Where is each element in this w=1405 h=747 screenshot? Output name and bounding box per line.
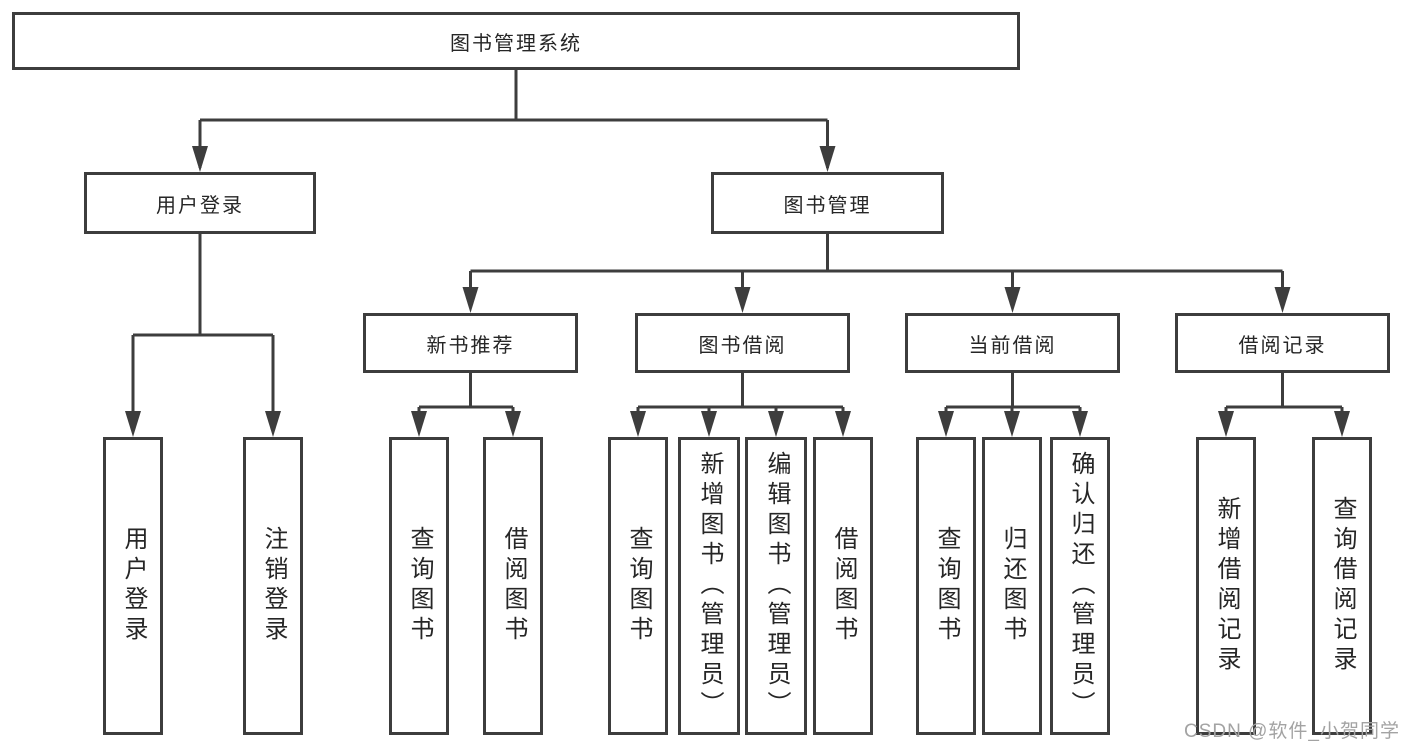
- connector-newbookrec-to-leaves: [411, 373, 521, 437]
- arrowhead-icon: [1274, 287, 1291, 313]
- connector-userlogin-to-leaves: [125, 234, 281, 437]
- csdn-watermark: CSDN @软件_小贺同学: [1184, 721, 1400, 742]
- leaf-logout: 注销登录: [243, 437, 303, 735]
- connector-root-to-level2: [192, 70, 836, 172]
- node-book-borrow-label: 图书借阅: [698, 334, 787, 357]
- leaf-current-confirm-return-admin-label: 确认归还（管理员）: [1067, 451, 1094, 721]
- node-new-book-recommend: 新书推荐: [363, 313, 578, 373]
- leaf-borrow-query-books-label: 查询图书: [625, 526, 652, 646]
- leaf-current-query-books-label: 查询图书: [933, 526, 960, 646]
- leaf-logout-label: 注销登录: [260, 526, 287, 646]
- node-new-book-recommend-label: 新书推荐: [426, 334, 515, 357]
- node-borrow-records-label: 借阅记录: [1238, 334, 1327, 357]
- connector-bookborrow-to-leaves: [630, 373, 851, 437]
- connector-currentborrow-to-leaves: [938, 373, 1088, 437]
- node-book-management: 图书管理: [711, 172, 944, 234]
- node-current-borrow: 当前借阅: [905, 313, 1120, 373]
- leaf-records-query-record: 查询借阅记录: [1312, 437, 1372, 735]
- leaf-recommend-borrow-books: 借阅图书: [483, 437, 543, 735]
- leaf-borrow-borrow-books: 借阅图书: [813, 437, 873, 735]
- arrowhead-icon: [1004, 411, 1020, 437]
- arrowhead-icon: [938, 411, 954, 437]
- arrowhead-icon: [411, 411, 427, 437]
- node-book-management-label: 图书管理: [783, 194, 872, 217]
- leaf-recommend-borrow-books-label: 借阅图书: [500, 526, 527, 646]
- leaf-user-login-label: 用户登录: [120, 526, 147, 646]
- leaf-borrow-query-books: 查询图书: [608, 437, 668, 735]
- leaf-borrow-edit-books-admin-label: 编辑图书（管理员）: [763, 451, 790, 721]
- arrowhead-icon: [1218, 411, 1234, 437]
- node-current-borrow-label: 当前借阅: [968, 334, 1057, 357]
- leaf-recommend-query-books: 查询图书: [389, 437, 449, 735]
- leaf-user-login: 用户登录: [103, 437, 163, 735]
- leaf-records-query-record-label: 查询借阅记录: [1329, 496, 1356, 676]
- node-book-borrow: 图书借阅: [635, 313, 850, 373]
- arrowhead-icon: [835, 411, 851, 437]
- arrowhead-icon: [1072, 411, 1088, 437]
- arrowhead-icon: [505, 411, 521, 437]
- leaf-current-return-books: 归还图书: [982, 437, 1042, 735]
- connector-bookmgmt-to-level3: [462, 234, 1291, 313]
- node-root-label: 图书管理系统: [450, 32, 582, 55]
- arrowhead-icon: [125, 411, 141, 437]
- leaf-recommend-query-books-label: 查询图书: [406, 526, 433, 646]
- arrowhead-icon: [630, 411, 646, 437]
- leaf-current-query-books: 查询图书: [916, 437, 976, 735]
- leaf-borrow-borrow-books-label: 借阅图书: [830, 526, 857, 646]
- arrowhead-icon: [768, 411, 784, 437]
- leaf-borrow-add-books-admin: 新增图书（管理员）: [678, 437, 740, 735]
- arrowhead-icon: [265, 411, 281, 437]
- arrowhead-icon: [462, 287, 479, 313]
- leaf-current-return-books-label: 归还图书: [999, 526, 1026, 646]
- arrowhead-icon: [819, 146, 836, 172]
- arrowhead-icon: [701, 411, 717, 437]
- connector-borrowrecords-to-leaves: [1218, 373, 1350, 437]
- leaf-records-add-record: 新增借阅记录: [1196, 437, 1256, 735]
- leaf-current-confirm-return-admin: 确认归还（管理员）: [1050, 437, 1110, 735]
- node-root: 图书管理系统: [12, 12, 1020, 70]
- leaf-borrow-edit-books-admin: 编辑图书（管理员）: [745, 437, 807, 735]
- node-borrow-records: 借阅记录: [1175, 313, 1390, 373]
- leaf-records-add-record-label: 新增借阅记录: [1213, 496, 1240, 676]
- node-user-login-label: 用户登录: [156, 194, 244, 217]
- node-user-login: 用户登录: [84, 172, 316, 234]
- arrowhead-icon: [192, 146, 208, 172]
- arrowhead-icon: [734, 287, 751, 313]
- arrowhead-icon: [1334, 411, 1350, 437]
- leaf-borrow-add-books-admin-label: 新增图书（管理员）: [696, 451, 723, 721]
- arrowhead-icon: [1004, 287, 1021, 313]
